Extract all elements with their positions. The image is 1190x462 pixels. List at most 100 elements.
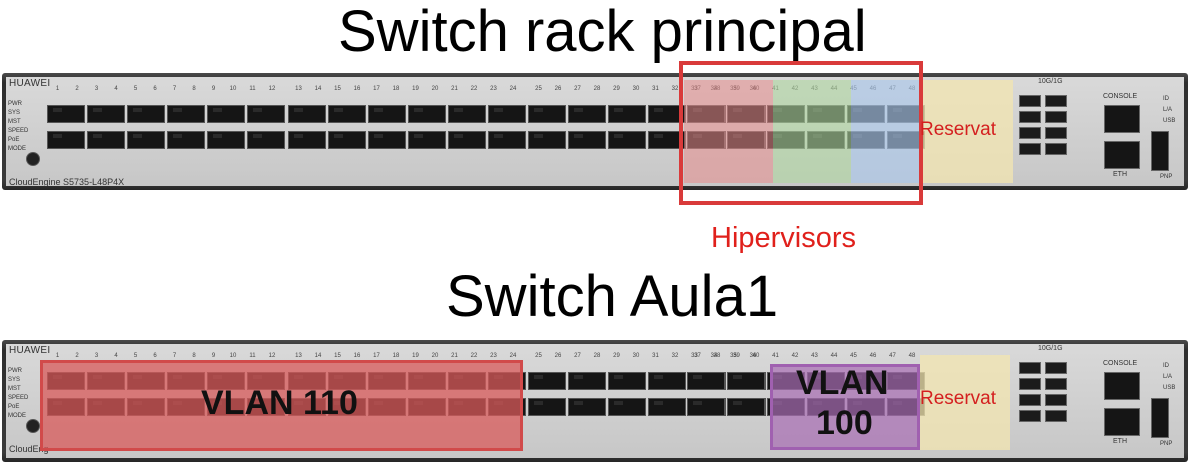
bottom-port[interactable]	[727, 398, 765, 416]
bottom-led-label: SYS	[8, 377, 21, 383]
bottom-console-port[interactable]	[1104, 372, 1140, 400]
top-port-number: 11	[249, 86, 256, 92]
top-port[interactable]	[368, 105, 406, 123]
top-port[interactable]	[488, 131, 526, 149]
bottom-sfp-port[interactable]	[1045, 410, 1067, 422]
bottom-sfp-port[interactable]	[1019, 410, 1041, 422]
bottom-eth-port[interactable]	[1104, 408, 1140, 436]
top-port-number: 8	[192, 86, 196, 92]
top-port[interactable]	[127, 105, 165, 123]
top-port[interactable]	[328, 105, 366, 123]
bottom-led-right-label: L/A	[1163, 374, 1173, 380]
bottom-port[interactable]	[568, 398, 606, 416]
bottom-port-number: 46	[869, 353, 877, 359]
top-port-number: 2	[75, 86, 79, 92]
bottom-port[interactable]	[648, 372, 686, 390]
top-port-number: 16	[353, 86, 361, 92]
top-usb-port[interactable]	[1151, 131, 1169, 171]
top-port[interactable]	[408, 131, 446, 149]
top-port[interactable]	[87, 105, 125, 123]
bottom-sfp-port[interactable]	[1019, 362, 1041, 374]
top-port[interactable]	[288, 105, 326, 123]
top-port[interactable]	[288, 131, 326, 149]
top-port[interactable]	[207, 105, 245, 123]
top-mode-button[interactable]	[26, 152, 40, 166]
top-port[interactable]	[207, 131, 245, 149]
bottom-port-number: 12	[268, 353, 276, 359]
top-port[interactable]	[328, 131, 366, 149]
top-sfp-port[interactable]	[1019, 127, 1041, 139]
bottom-port-number: 23	[490, 353, 497, 359]
top-sfp-port[interactable]	[1045, 95, 1067, 107]
bottom-port[interactable]	[687, 372, 725, 390]
bottom-port-number: 34	[710, 353, 718, 359]
top-sfp-port[interactable]	[1019, 143, 1041, 155]
bottom-port[interactable]	[608, 398, 646, 416]
bottom-port-number: 44	[830, 353, 838, 359]
bottom-usb-port[interactable]	[1151, 398, 1169, 438]
top-port[interactable]	[488, 105, 526, 123]
bottom-port[interactable]	[687, 398, 725, 416]
bottom-port[interactable]	[727, 372, 765, 390]
top-port-number: 31	[652, 86, 659, 92]
bottom-port[interactable]	[648, 398, 686, 416]
top-port[interactable]	[47, 105, 85, 123]
bottom-port[interactable]	[608, 372, 646, 390]
top-port[interactable]	[127, 131, 165, 149]
top-port[interactable]	[167, 131, 205, 149]
top-port[interactable]	[87, 131, 125, 149]
top-port[interactable]	[448, 105, 486, 123]
bottom-port[interactable]	[568, 372, 606, 390]
top-port-number: 1	[55, 86, 60, 92]
top-console-port[interactable]	[1104, 105, 1140, 133]
top-port[interactable]	[568, 131, 606, 149]
top-sfp-port[interactable]	[1045, 111, 1067, 123]
top-port-number: 20	[431, 86, 439, 92]
bottom-port-number: 24	[509, 353, 517, 359]
bottom-pnp-label: PNP	[1160, 441, 1173, 447]
top-port[interactable]	[408, 105, 446, 123]
bottom-port[interactable]	[528, 398, 566, 416]
top-sfp-port[interactable]	[1019, 95, 1041, 107]
top-port[interactable]	[167, 105, 205, 123]
bottom-port[interactable]	[528, 372, 566, 390]
top-port[interactable]	[368, 131, 406, 149]
top-port[interactable]	[247, 105, 285, 123]
top-port-number: 27	[574, 86, 581, 92]
top-port[interactable]	[448, 131, 486, 149]
top-eth-port[interactable]	[1104, 141, 1140, 169]
top-port[interactable]	[528, 131, 566, 149]
top-port-number: 26	[554, 86, 562, 92]
top-eth-label: ETH	[1113, 171, 1127, 178]
top-sfp-port[interactable]	[1019, 111, 1041, 123]
bottom-sfp-port[interactable]	[1019, 378, 1041, 390]
top-port[interactable]	[247, 131, 285, 149]
bottom-port-number: 1	[55, 353, 60, 359]
top-port[interactable]	[47, 131, 85, 149]
bottom-led-right-label: USB	[1163, 385, 1176, 391]
top-port-number: 25	[535, 86, 542, 92]
top-port[interactable]	[648, 105, 686, 123]
hypervisor-frame	[679, 61, 923, 205]
vlan110-label: VLAN 110	[201, 384, 358, 422]
top-port-number: 9	[211, 86, 216, 92]
bottom-sfp-port[interactable]	[1019, 394, 1041, 406]
top-port[interactable]	[608, 105, 646, 123]
top-sfp-port[interactable]	[1045, 127, 1067, 139]
bottom-mode-button[interactable]	[26, 419, 40, 433]
bottom-sfp-port[interactable]	[1045, 378, 1067, 390]
bottom-port-number: 29	[613, 353, 620, 359]
zone-vlan100	[770, 364, 920, 450]
bottom-port-number: 22	[470, 353, 478, 359]
vlan100-label-line1: VLAN	[796, 364, 889, 402]
top-led-label: PoE	[8, 137, 20, 143]
top-port[interactable]	[568, 105, 606, 123]
bottom-sfp-port[interactable]	[1045, 362, 1067, 374]
top-port[interactable]	[528, 105, 566, 123]
top-sfp-port[interactable]	[1045, 143, 1067, 155]
top-port-number: 23	[490, 86, 497, 92]
bottom-port-number: 39	[733, 353, 740, 359]
bottom-port-number: 31	[652, 353, 659, 359]
bottom-sfp-port[interactable]	[1045, 394, 1067, 406]
top-port[interactable]	[608, 131, 646, 149]
